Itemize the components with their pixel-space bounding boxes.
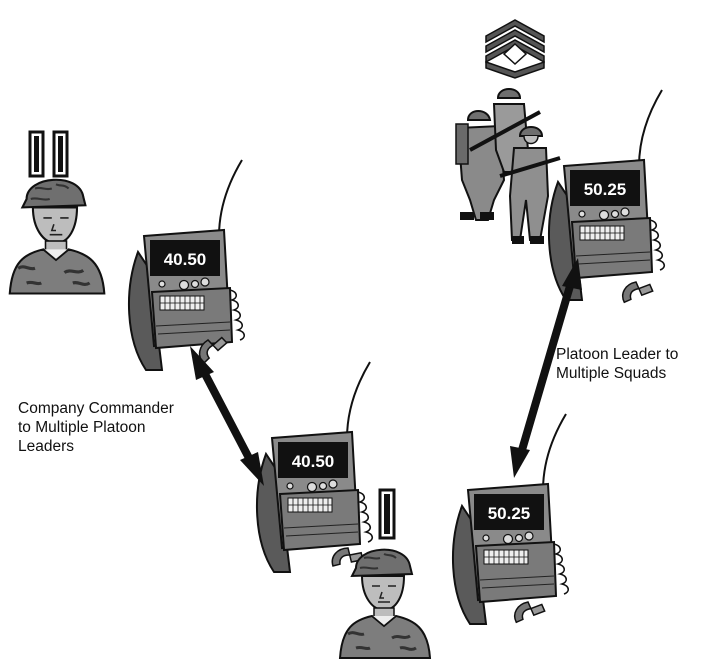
radio-company: 40.50: [127, 159, 246, 371]
handset-squad: [620, 279, 655, 308]
platoon-leader-figure: [338, 548, 432, 660]
radio-company-frequency: 40.50: [164, 250, 207, 269]
company-to-platoon-arrow: [190, 346, 264, 486]
radio-platoon-left-frequency: 40.50: [292, 452, 335, 471]
radio-squad-frequency: 50.25: [584, 180, 627, 199]
radio-platoon-right: 50.25: [451, 413, 570, 625]
company-to-platoon-label: Company Commander to Multiple Platoon Le…: [18, 400, 174, 455]
radio-platoon-right-frequency: 50.25: [488, 504, 531, 523]
lieutenant-bar-icon: [378, 488, 396, 540]
squad-soldiers-figure: [455, 88, 561, 244]
radio-platoon-left: 40.50: [255, 361, 374, 573]
master-sergeant-chevron-icon: [485, 19, 545, 79]
company-commander-figure: [8, 178, 106, 296]
platoon-to-squads-label: Platoon Leader to Multiple Squads: [556, 346, 679, 382]
platoon-to-squads-arrow: [510, 258, 582, 478]
radio-squad: 50.25: [547, 89, 666, 301]
handset-platoon-right: [512, 599, 547, 628]
captain-bars-icon: [28, 130, 69, 178]
